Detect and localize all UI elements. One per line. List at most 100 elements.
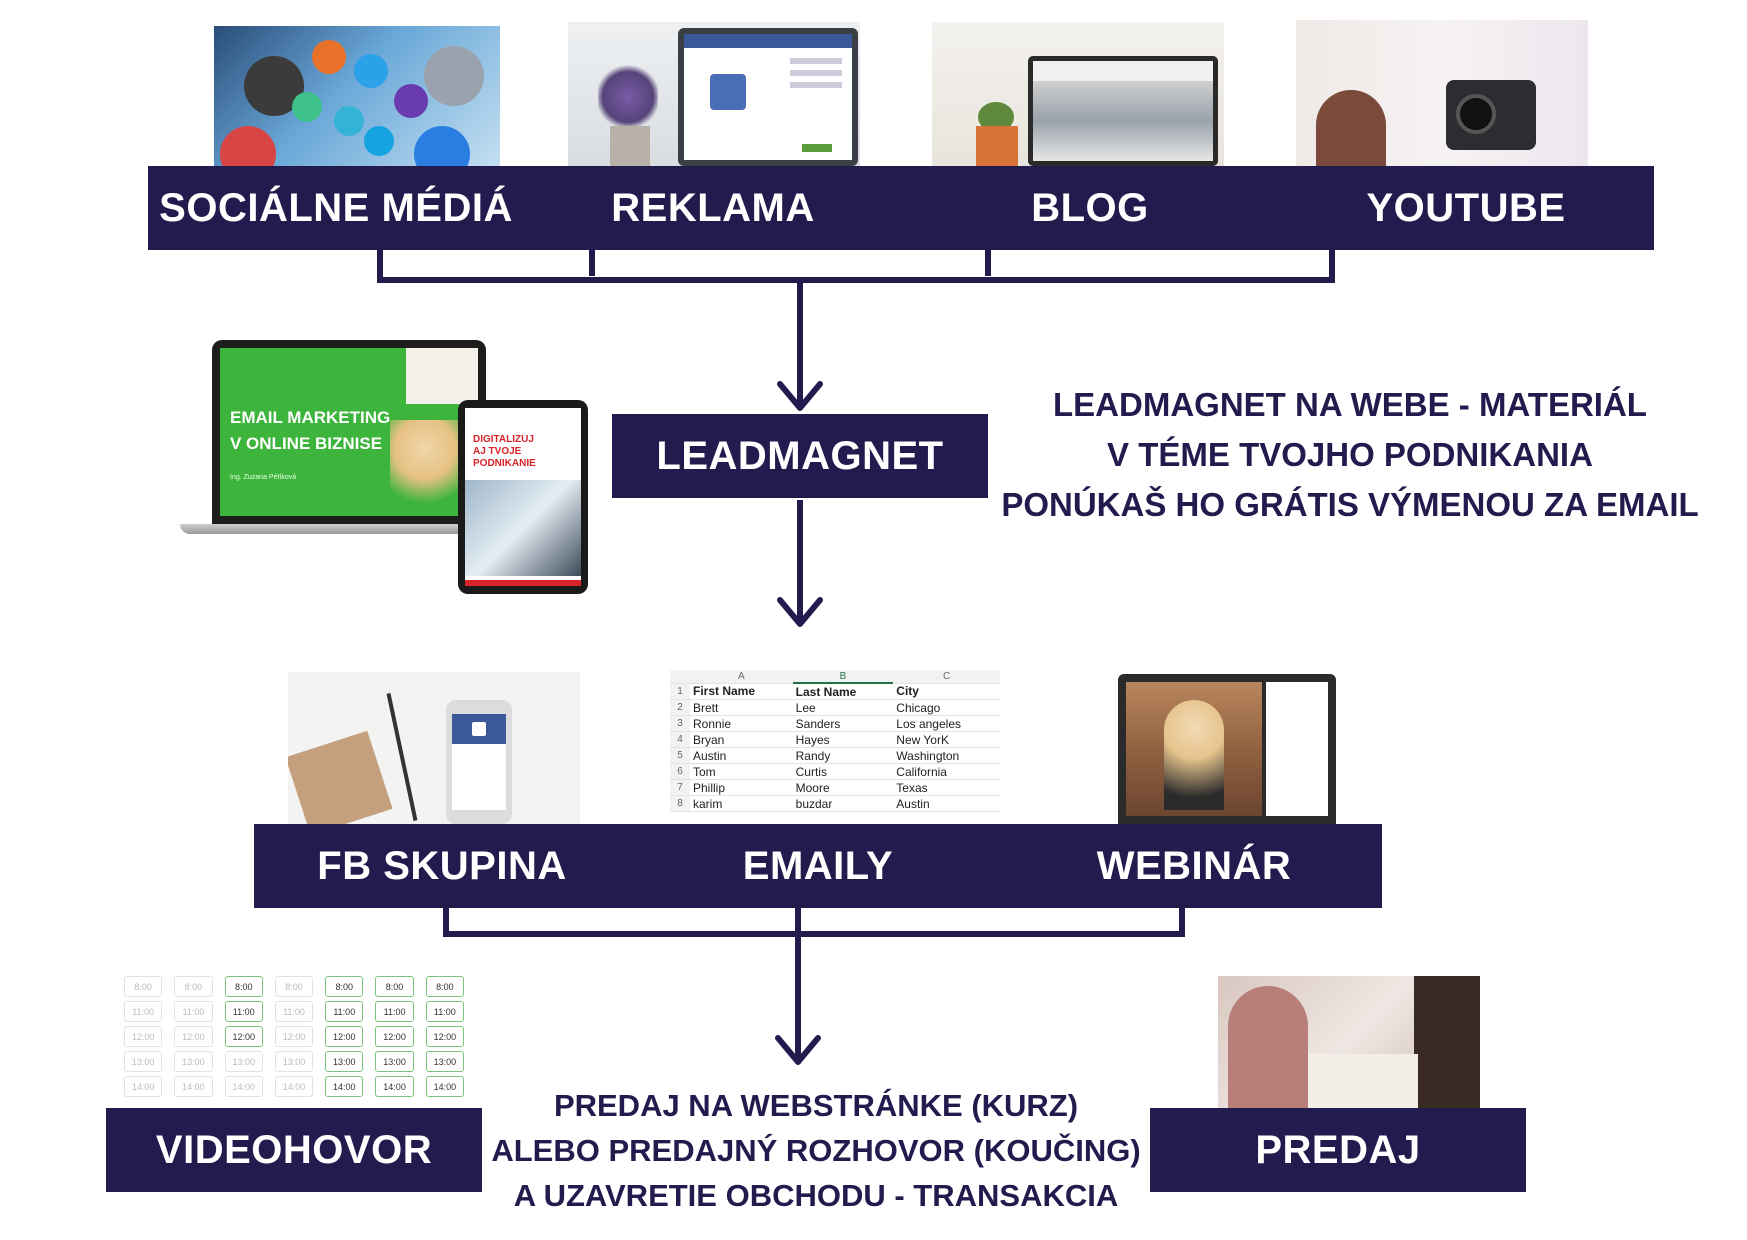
laptop-title-line2: V ONLINE BIZNISE (230, 434, 383, 453)
presenter (1164, 700, 1224, 810)
ebook-title-line3: PODNIKANIE (473, 458, 536, 469)
sheet-row: 8 karim buzdar Austin (670, 795, 1000, 812)
arrow-head-1 (777, 381, 823, 411)
time-slot[interactable]: 8:00 (124, 976, 163, 997)
email-list-spreadsheet: A B C 1 First Name Last Name City 2 Bret… (670, 670, 1000, 824)
time-slot[interactable]: 12:00 (224, 1026, 263, 1047)
sheet-row: 5 Austin Randy Washington (670, 747, 1000, 764)
label-blog: BLOG (902, 166, 1278, 250)
time-slot[interactable]: 11:00 (375, 1001, 414, 1022)
col-header-a: A (690, 670, 793, 684)
laptop-title-line1: EMAIL MARKETING (230, 408, 391, 427)
time-slot[interactable]: 8:00 (174, 976, 213, 997)
vine-icon (292, 92, 322, 122)
laptop-base (180, 524, 518, 534)
time-slot[interactable]: 13:00 (375, 1051, 414, 1072)
time-slot[interactable]: 14:00 (425, 1076, 464, 1097)
col-header-c: C (893, 670, 1000, 684)
time-slot[interactable]: 8:00 (325, 976, 364, 997)
time-slot[interactable]: 11:00 (274, 1001, 314, 1022)
ebook-title-line1: DIGITALIZUJ (473, 434, 534, 445)
time-slot[interactable]: 11:00 (425, 1001, 464, 1022)
middle-bracket (443, 908, 1185, 937)
time-slot[interactable]: 13:00 (224, 1051, 263, 1072)
person-left (1228, 986, 1308, 1108)
time-slot[interactable]: 14:00 (174, 1076, 213, 1097)
person-right (1414, 976, 1480, 1108)
time-slot[interactable]: 8:00 (274, 976, 314, 997)
time-slot[interactable]: 8:00 (425, 976, 464, 997)
sale-description-line2: ALEBO PREDAJNÝ ROZHOVOR (KOUČING) (491, 1133, 1141, 1168)
label-videohovor: VIDEOHOVOR (106, 1108, 482, 1192)
time-slot[interactable]: 11:00 (224, 1001, 263, 1022)
time-slot[interactable]: 14:00 (224, 1076, 263, 1097)
arrow-head-2 (777, 597, 823, 627)
webinar-video (1126, 682, 1262, 816)
ebook-red-bar (465, 580, 581, 586)
time-slot[interactable]: 12:00 (274, 1026, 314, 1047)
facebook-like-icon (710, 74, 746, 110)
time-slot[interactable]: 8:00 (375, 976, 414, 997)
time-slot[interactable]: 12:00 (124, 1026, 163, 1047)
time-slot[interactable]: 12:00 (425, 1026, 464, 1047)
facebook-icon (472, 722, 486, 736)
presenter-photo-large (390, 420, 460, 516)
sale-description-line3: A UZAVRETIE OBCHODU - TRANSAKCIA (513, 1178, 1119, 1213)
sheet-row: 2 Brett Lee Chicago (670, 699, 1000, 716)
label-webinar: WEBINÁR (1006, 824, 1382, 908)
camera-lens (1456, 94, 1496, 134)
person (1316, 90, 1386, 166)
youtube-camera-photo (1296, 20, 1588, 166)
laptop-screen (1028, 56, 1218, 166)
sale-description-line1: PREDAJ NA WEBSTRÁNKE (KURZ) (553, 1088, 1079, 1123)
col-header-b: B (792, 670, 894, 684)
sheet-row: 3 Ronnie Sanders Los angeles (670, 715, 1000, 732)
time-slot[interactable]: 11:00 (124, 1001, 163, 1022)
sales-meeting-photo (1218, 976, 1480, 1108)
time-slot[interactable]: 13:00 (425, 1051, 464, 1072)
phone-icon (446, 700, 512, 824)
ebook-tablet-mockup: DIGITALIZUJ AJ TVOJE PODNIKANIE (458, 400, 588, 594)
label-predaj: PREDAJ (1150, 1108, 1526, 1192)
label-leadmagnet: LEADMAGNET (612, 414, 988, 498)
time-slot[interactable]: 13:00 (274, 1051, 314, 1072)
sheet-row: 4 Bryan Hayes New YorK (670, 731, 1000, 748)
top-bracket-inner (589, 250, 991, 276)
time-slot[interactable]: 11:00 (174, 1001, 213, 1022)
leadmagnet-description-line2: V TÉME TVOJHO PODNIKANIA (1107, 436, 1593, 473)
cactus-pot (976, 126, 1018, 166)
social-media-icons-photo (214, 26, 500, 166)
time-slot[interactable]: 13:00 (174, 1051, 213, 1072)
label-youtube: YOUTUBE (1278, 166, 1654, 250)
time-slot[interactable]: 14:00 (274, 1076, 314, 1097)
sheet-row: 7 Phillip Moore Texas (670, 779, 1000, 796)
vimeo-icon (334, 106, 364, 136)
leadmagnet-description-line3: PONÚKAŠ HO GRÁTIS VÝMENOU ZA EMAIL (1001, 486, 1699, 523)
sheet-row: 1 First Name Last Name City (670, 683, 1000, 700)
time-slot[interactable]: 12:00 (375, 1026, 414, 1047)
plant-icon (598, 62, 658, 132)
time-slot[interactable]: 13:00 (124, 1051, 163, 1072)
presenter-photo (406, 348, 478, 404)
blog-laptop-photo (932, 22, 1224, 166)
ebook-title-line2: AJ TVOJE (473, 446, 522, 457)
dropbox-icon (414, 126, 470, 166)
plant-pot (610, 126, 650, 166)
time-slot[interactable]: 14:00 (124, 1076, 163, 1097)
time-slot[interactable]: 13:00 (325, 1051, 364, 1072)
facebook-ad-laptop-photo (568, 22, 860, 166)
time-slot[interactable]: 14:00 (375, 1076, 414, 1097)
time-slot[interactable]: 8:00 (224, 976, 263, 997)
time-slot[interactable]: 14:00 (325, 1076, 364, 1097)
time-slot[interactable]: 11:00 (325, 1001, 364, 1022)
laptop-small-text: Ing. Zuzana Pétíková (230, 474, 297, 481)
time-slot[interactable]: 12:00 (325, 1026, 364, 1047)
pinterest-icon (220, 126, 276, 166)
sheet-row: 6 Tom Curtis California (670, 763, 1000, 780)
label-emaily: EMAILY (630, 824, 1006, 908)
rss-icon (312, 40, 346, 74)
top-bracket (377, 250, 1335, 283)
time-slot[interactable]: 12:00 (174, 1026, 213, 1047)
yahoo-icon (394, 84, 428, 118)
